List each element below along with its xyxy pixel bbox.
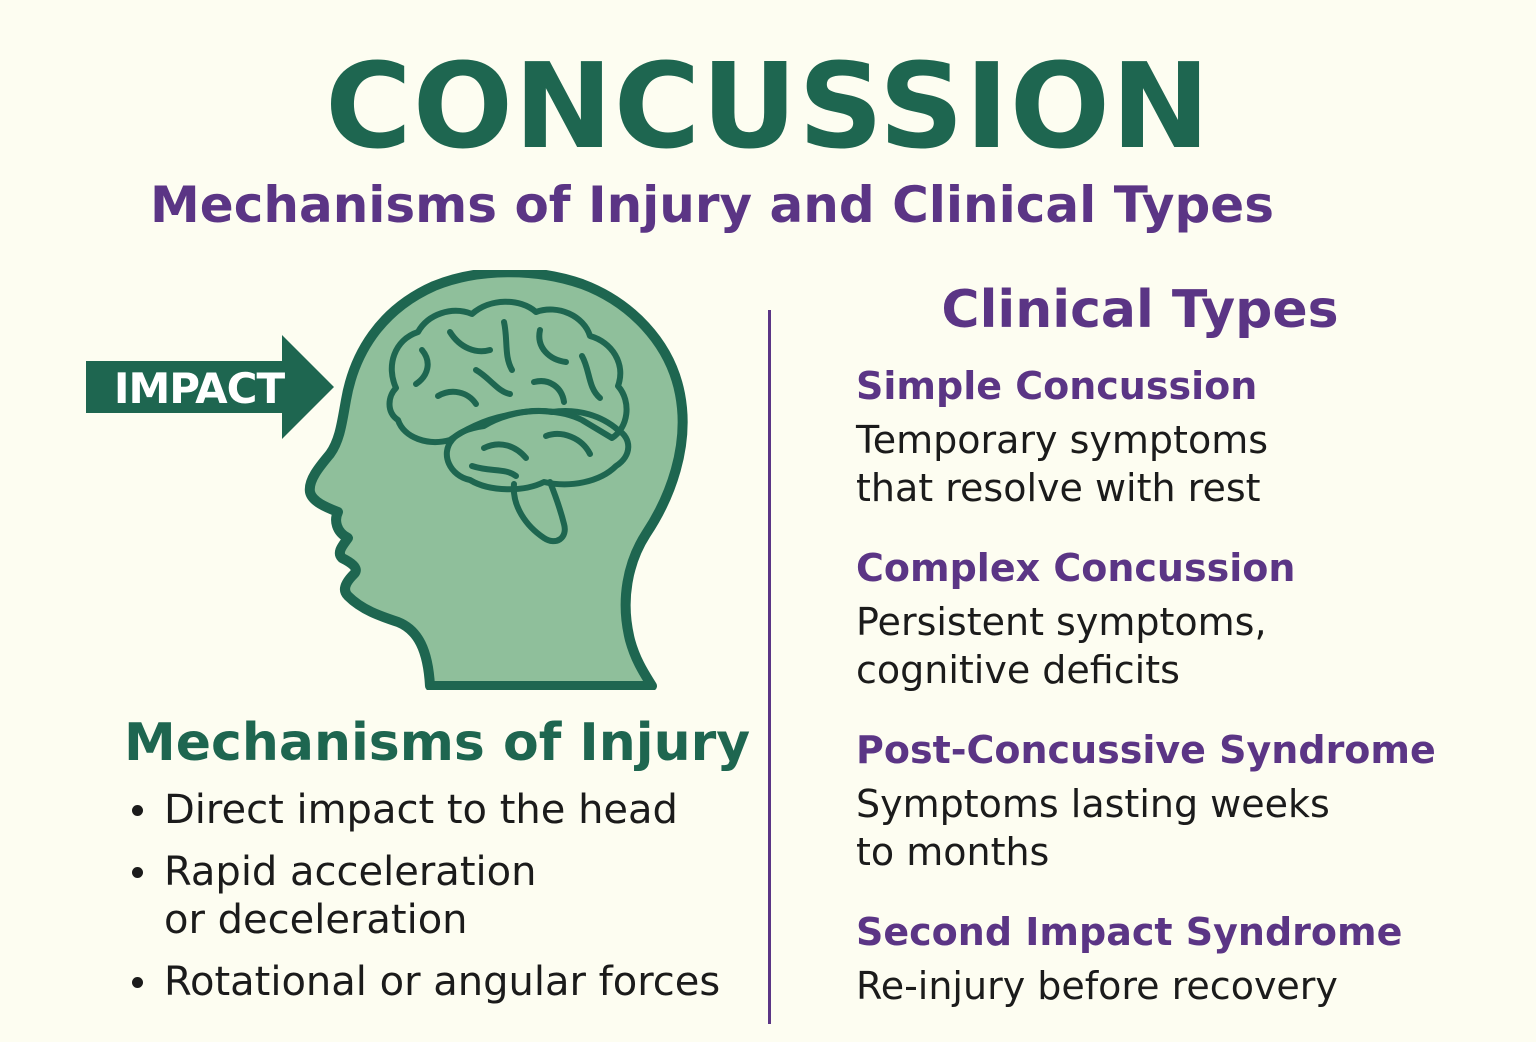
head-silhouette [304, 270, 688, 690]
bullet-icon [132, 867, 143, 878]
clinical-type-simple: Simple Concussion Temporary symptoms tha… [856, 362, 1516, 512]
list-item-text: Direct impact to the head [164, 787, 678, 833]
list-item: Rotational or angular forces [128, 958, 720, 1006]
list-item: Direct impact to the head [128, 786, 720, 834]
bullet-icon [132, 805, 143, 816]
head-with-brain-icon [304, 270, 688, 690]
list-item: Rapid acceleration or deceleration [128, 848, 720, 944]
clinical-type-name: Second Impact Syndrome [856, 910, 1403, 954]
clinical-type-description: Re-injury before recovery [856, 964, 1338, 1008]
clinical-type-name: Simple Concussion [856, 364, 1258, 408]
list-item-text: Rapid acceleration or deceleration [164, 849, 537, 943]
clinical-type-name: Complex Concussion [856, 546, 1296, 590]
clinical-type-description: Temporary symptoms that resolve with res… [856, 418, 1269, 510]
clinical-types-heading: Clinical Types [941, 280, 1339, 340]
mechanisms-list: Direct impact to the head Rapid accelera… [128, 786, 720, 1020]
page-title: CONCUSSION [325, 37, 1211, 175]
impact-arrow-icon [86, 335, 334, 439]
list-item-text: Rotational or angular forces [164, 959, 721, 1005]
clinical-types-list: Simple Concussion Temporary symptoms tha… [856, 362, 1516, 1042]
clinical-type-description: Persistent symptoms, cognitive deficits [856, 600, 1267, 692]
clinical-type-name: Post-Concussive Syndrome [856, 728, 1436, 772]
clinical-type-description: Symptoms lasting weeks to months [856, 782, 1330, 874]
clinical-type-complex: Complex Concussion Persistent symptoms, … [856, 544, 1516, 694]
column-divider [768, 310, 771, 1024]
page-subtitle: Mechanisms of Injury and Clinical Types [150, 176, 1274, 234]
brain-icon [386, 298, 632, 545]
clinical-type-second-impact: Second Impact Syndrome Re-injury before … [856, 908, 1516, 1010]
impact-label: IMPACT [113, 364, 285, 413]
mechanisms-heading: Mechanisms of Injury [124, 713, 751, 773]
clinical-type-post-concussive: Post-Concussive Syndrome Symptoms lastin… [856, 726, 1516, 876]
bullet-icon [132, 977, 143, 988]
